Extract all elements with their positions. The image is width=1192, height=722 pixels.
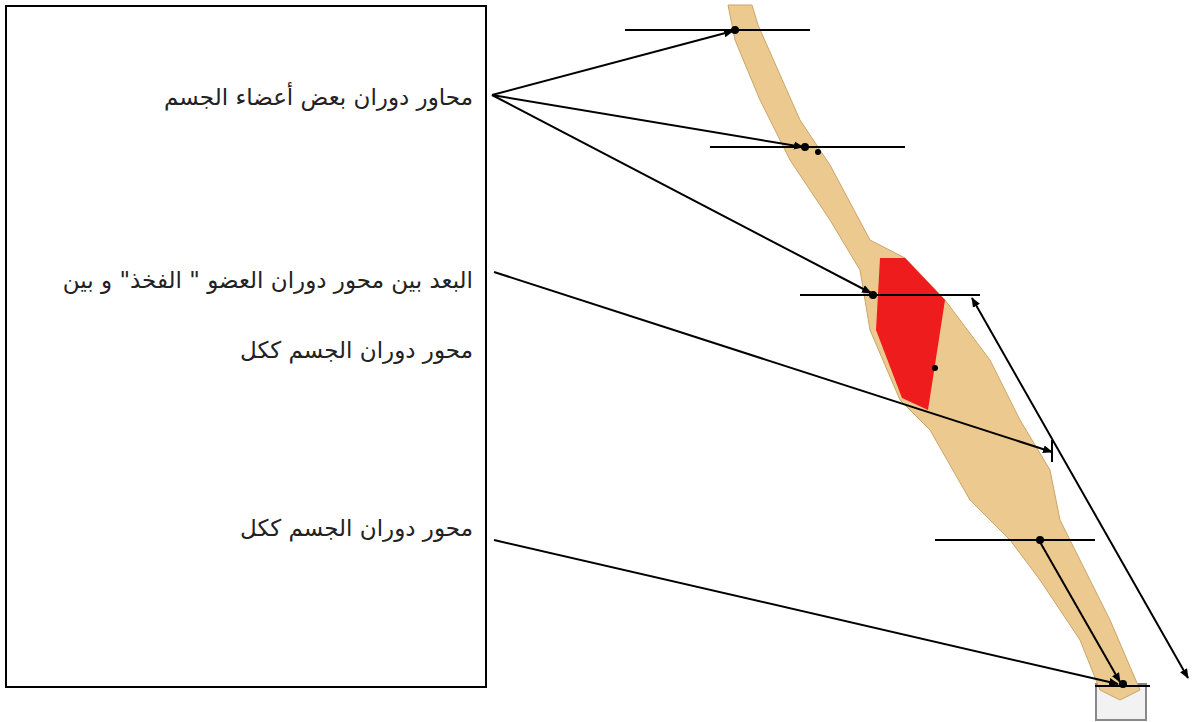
callout-text: محاور دوران بعض أعضاء الجسم xyxy=(13,81,473,113)
callout-box: محاور دوران بعض أعضاء الجسم البعد بين محو… xyxy=(5,5,487,688)
swim-shorts xyxy=(876,258,945,410)
joint-dots xyxy=(731,26,1127,688)
distance-dimension xyxy=(972,298,1188,678)
leader-lines xyxy=(492,31,1120,684)
callout-text: البعد بين محور دوران العضو " الفخذ" و بي… xyxy=(13,245,473,385)
callout-text: محور دوران الجسم ككل xyxy=(13,512,473,544)
body-figure xyxy=(728,5,1140,700)
